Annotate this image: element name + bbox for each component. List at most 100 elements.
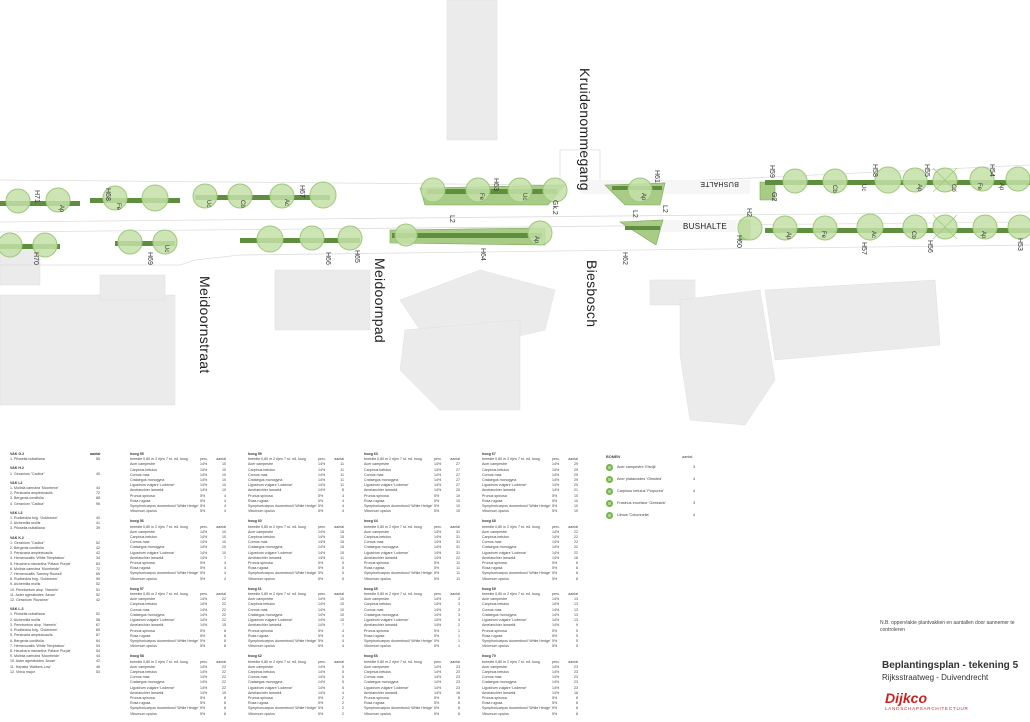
tree xyxy=(0,232,23,258)
bed-list-title: VAK L3 xyxy=(10,510,23,515)
hedge-code-label: H67 xyxy=(298,185,305,198)
tree-legend-row: Carpinus betulus 'Purpurea'4 xyxy=(606,485,695,497)
hedge-code-label: H63 xyxy=(492,178,499,191)
tree-legend-row: Ulmus 'Columnella'4 xyxy=(606,509,695,521)
hedge-plant-row: Ligustrum vulgare 'Lodense'14%22 xyxy=(130,618,226,623)
hedge-list-title: hoog 61 xyxy=(248,586,262,591)
tree-species-label: Ac xyxy=(283,199,289,206)
street-label-biesbosch: Biesbosch xyxy=(584,260,600,328)
hedge-code-label: H69 xyxy=(146,252,153,265)
tree xyxy=(102,185,128,211)
tree xyxy=(902,214,928,240)
bed-plant-row: 5. Heuchera micrantha 'Palace Purple'83 xyxy=(10,561,100,566)
tree-species-label: Fe xyxy=(976,183,982,191)
tree xyxy=(969,166,995,192)
tree xyxy=(856,213,884,241)
tree xyxy=(465,177,491,203)
bus-stop-label-top: BUSHALTE xyxy=(700,180,739,187)
tree xyxy=(420,177,446,203)
tree-species-label: Uc xyxy=(521,193,527,200)
street-label-kruidenommegang: Kruidenommegang xyxy=(577,68,593,191)
hedge-list-title: hoog 60 xyxy=(248,519,262,524)
tree-species-label: Ap xyxy=(916,184,922,192)
tree-species-label: Ap xyxy=(785,232,791,240)
hedge-list-title: hoog 68 xyxy=(482,519,496,524)
tree-legend-header: aantal xyxy=(682,455,693,459)
tree-species-label: Fe xyxy=(820,231,826,239)
bed-plant-row: 1. Geranium "Cadica"52 xyxy=(10,540,100,545)
hedge-plant-row: Symphoricarpos doorenbosii 'White Hedge'… xyxy=(248,706,344,711)
tree xyxy=(627,177,653,203)
tree-symbol-icon xyxy=(606,463,613,471)
tree xyxy=(737,215,763,241)
hedge-plant-row: Ligustrum vulgare 'Lodense'14%15 xyxy=(248,550,344,555)
tree xyxy=(5,188,31,214)
bed-plant-row: 6. Molinia caerulea 'Moorheide'72 xyxy=(10,566,100,571)
hedge-list-title: hoog 69 xyxy=(482,586,496,591)
tree xyxy=(152,229,178,255)
bed-list-title: VAK L.3 xyxy=(10,607,24,612)
bed-plant-row: 8. Rudbeckia fulg. 'Goldsturm'59 xyxy=(10,577,100,582)
street-label-meidoornpad: Meidoornpad xyxy=(372,258,388,344)
tree-species-label: Ac xyxy=(870,231,876,238)
hedge-plant-row: Ligustrum vulgare 'Lodense'14%5 xyxy=(248,685,344,690)
hedge-plant-row: Symphoricarpos doorenbosii 'White Hedge'… xyxy=(130,504,226,509)
hedge-code-label: H65 xyxy=(353,250,360,263)
hedge-code-label: H68 xyxy=(104,188,111,201)
bed-plant-row: 10. Aster ageratoides 'Asran'42 xyxy=(10,659,100,664)
hedge-code-label: H60 xyxy=(735,235,742,248)
buildings xyxy=(0,0,941,426)
tree-symbol-icon xyxy=(606,499,613,507)
bed-plant-row: 1. Rudbeckia fulg. 'Goldsturm'40 xyxy=(10,516,100,521)
bus-stop-area-south xyxy=(640,220,750,232)
logo-mark: Dijkco xyxy=(885,690,928,706)
